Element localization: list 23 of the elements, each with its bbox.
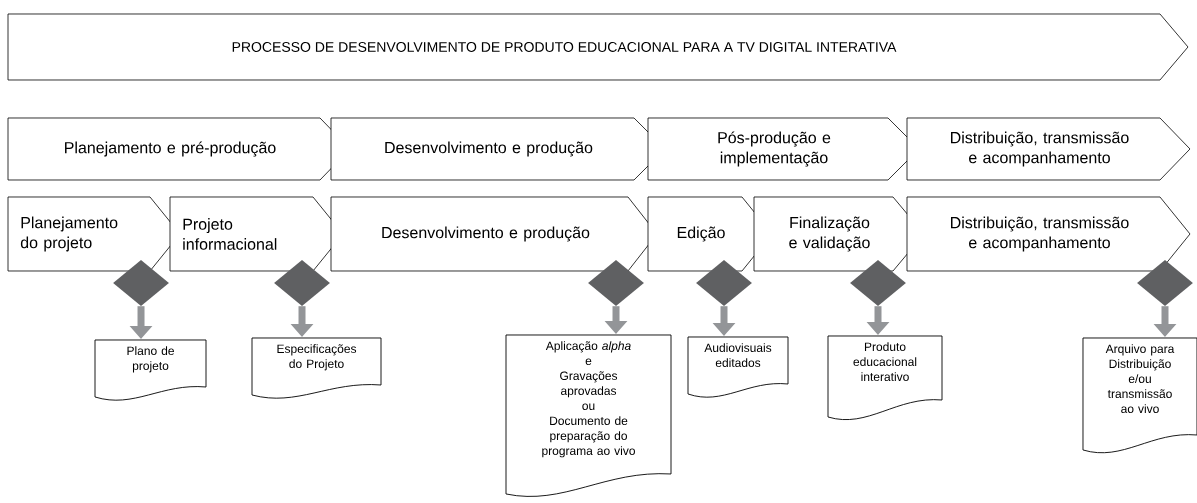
document-shape: Aplicação alpha e Gravações aprovadas ou Documento de preparação do programa ao vivo [505, 334, 672, 497]
milestone-diamond [1137, 260, 1193, 306]
stage-banner: Planejamento e pré-produção [7, 117, 351, 181]
stage-banner: Projeto informacional [169, 196, 344, 272]
title-banner: PROCESSO DE DESENVOLVIMENTO DE PRODUTO EDUCACIONAL PARA A TV DIGITAL INTERATIVA [7, 13, 1189, 81]
milestone-diamond [588, 260, 644, 306]
document-shape: Plano de projeto [94, 339, 207, 401]
node-label: Distribuição, transmissão e acompanhamento [951, 216, 1129, 252]
milestone-diamond [274, 260, 330, 306]
stage-banner: Edição [647, 196, 773, 272]
stage-banner: Distribuição, transmissão e acompanhamento [906, 196, 1191, 272]
stage-banner: Pós-produção e implementação [647, 117, 920, 181]
milestone-diamond [696, 260, 752, 306]
milestone-diamond [850, 260, 906, 306]
stage-banner: Planejamento do projeto [7, 196, 181, 272]
document-shape: Audiovisuais editados [687, 336, 789, 398]
document-shape: Produto educacional interativo [827, 335, 943, 421]
node-label: Distribuição, transmissão e acompanhamento [951, 131, 1129, 167]
document-shape: Arquivo para Distribuição e/ou transmissão ao vivo [1082, 337, 1197, 454]
stage-banner: Desenvolvimento e produção [330, 117, 666, 181]
milestone-diamond [113, 260, 169, 306]
document-shape: Especificações do Projeto [251, 337, 382, 399]
stage-banner: Distribuição, transmissão e acompanhamento [906, 117, 1191, 181]
